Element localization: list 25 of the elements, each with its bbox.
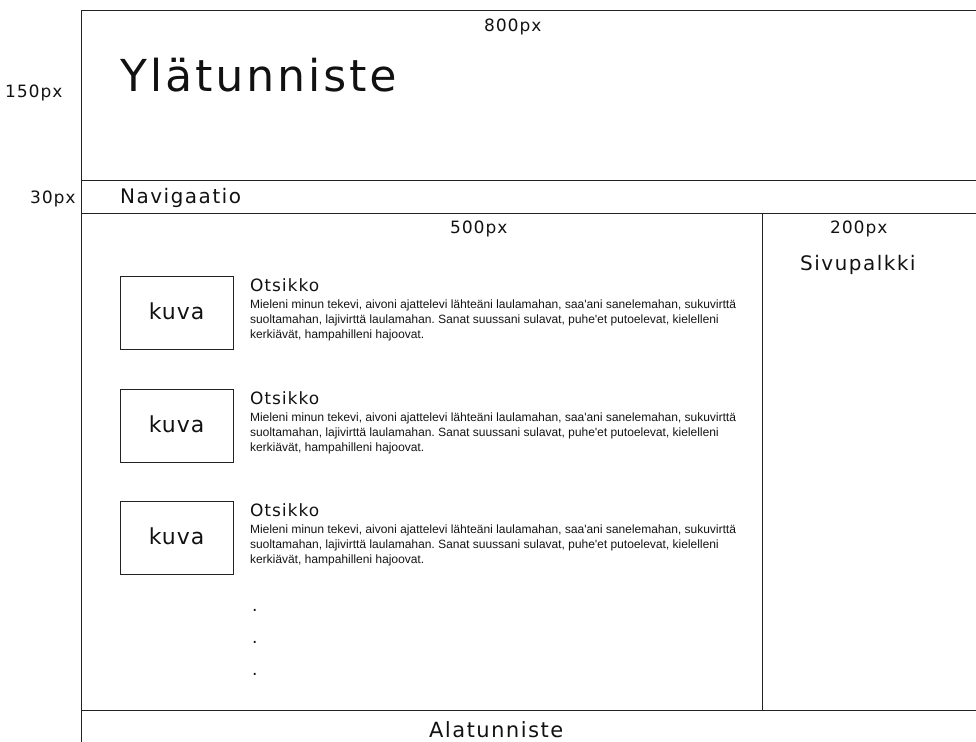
dimension-label: 150px bbox=[5, 81, 64, 104]
footer-title: Alatunniste bbox=[429, 717, 565, 742]
image-frame: kuva bbox=[120, 389, 234, 463]
article-paragraph: Mieleni minun tekevi, aivoni ajattelevi lähteäni laulamahan, saa'ani sanelemahan, sukuvirttä suoltamahan, lajivirttä laulamahan. Sanat suussani sulavat, puhe'et putoelevat, kielelleni kerkiävät, hampahilleni hajoovat. bbox=[250, 522, 737, 567]
footer-region bbox=[81, 710, 976, 742]
header-region bbox=[81, 10, 976, 181]
ellipsis-dot: . bbox=[252, 595, 258, 618]
article-heading: Otsikko bbox=[250, 388, 320, 411]
image-frame: kuva bbox=[120, 276, 234, 350]
image-frame: kuva bbox=[120, 501, 234, 575]
article-heading: Otsikko bbox=[250, 500, 320, 523]
header-title: Ylätunniste bbox=[120, 55, 400, 99]
dimension-label: 30px bbox=[30, 187, 76, 210]
navigation-bar bbox=[81, 180, 976, 214]
article-paragraph: Mieleni minun tekevi, aivoni ajattelevi lähteäni laulamahan, saa'ani sanelemahan, sukuvirttä suoltamahan, lajivirttä laulamahan. Sanat suussani sulavat, puhe'et putoelevat, kielelleni kerkiävät, hampahilleni hajoovat. bbox=[250, 410, 737, 455]
content-area bbox=[81, 213, 763, 711]
article-heading: Otsikko bbox=[250, 275, 320, 298]
ellipsis-dot: . bbox=[252, 659, 258, 682]
dimension-label: 800px bbox=[484, 15, 542, 38]
ellipsis-dot: . bbox=[252, 627, 258, 650]
sidebar-title: Sivupalkki bbox=[800, 251, 917, 276]
article-paragraph: Mieleni minun tekevi, aivoni ajattelevi lähteäni laulamahan, saa'ani sanelemahan, sukuvirttä suoltamahan, lajivirttä laulamahan. Sanat suussani sulavat, puhe'et putoelevat, kielelleni kerkiävät, hampahilleni hajoovat. bbox=[250, 297, 737, 342]
dimension-label: 200px bbox=[830, 217, 888, 240]
nav-title: Navigaatio bbox=[120, 184, 242, 209]
dimension-label: 500px bbox=[450, 217, 508, 240]
